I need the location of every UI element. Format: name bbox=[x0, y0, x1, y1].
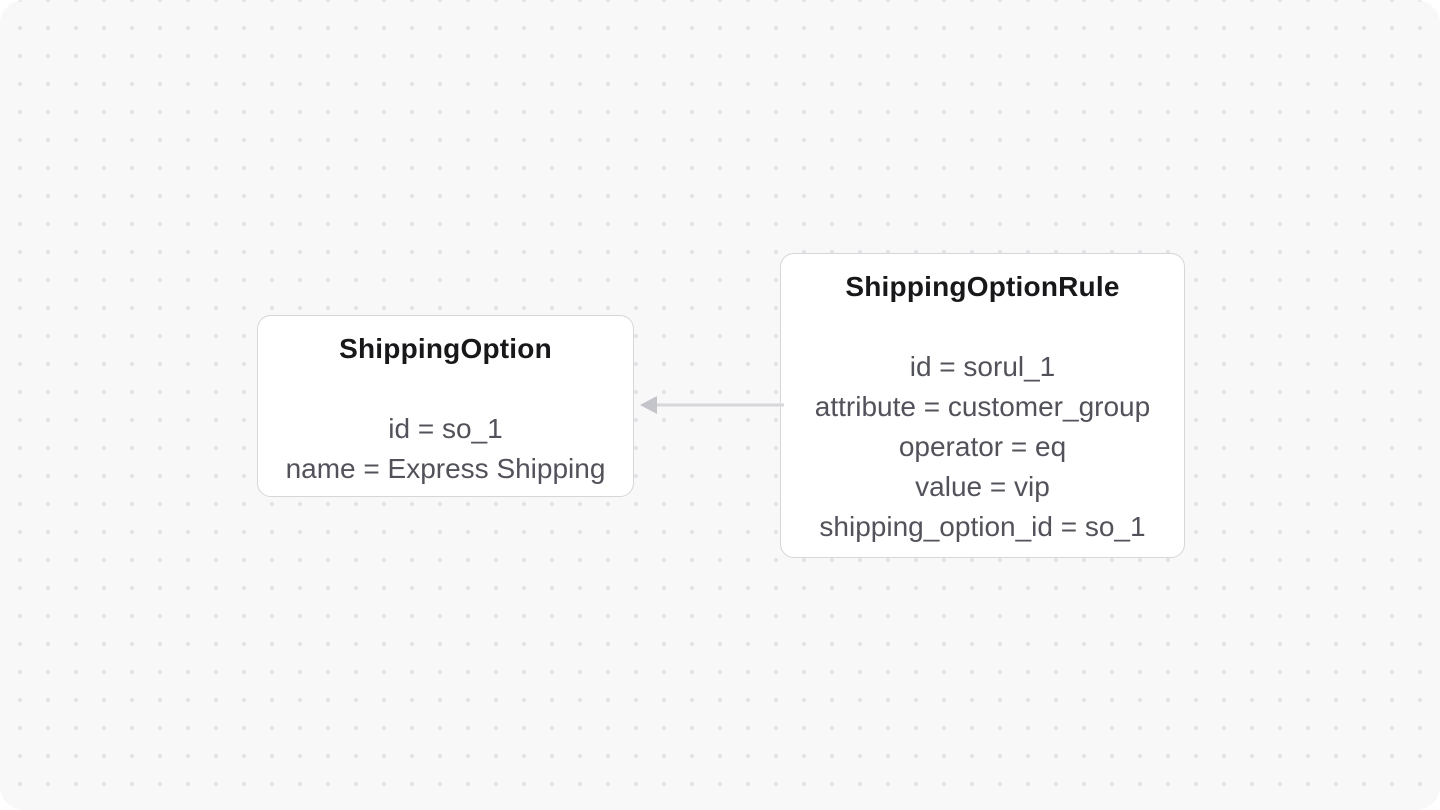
node-shipping-option-title: ShippingOption bbox=[339, 333, 552, 364]
node-shipping-option-rule[interactable]: ShippingOptionRule id = sorul_1 attribut… bbox=[780, 253, 1185, 558]
field-id: id = so_1 bbox=[388, 413, 503, 444]
relation-arrowhead-icon bbox=[640, 396, 657, 414]
node-shipping-option-rule-title: ShippingOptionRule bbox=[845, 271, 1120, 302]
field-name: name = Express Shipping bbox=[285, 453, 606, 484]
field-value: value = vip bbox=[915, 471, 1050, 502]
field-attribute: attribute = customer_group bbox=[814, 391, 1151, 422]
relation-arrow bbox=[640, 396, 784, 414]
node-spacer bbox=[781, 307, 1184, 347]
node-shipping-option[interactable]: ShippingOption id = so_1 name = Express … bbox=[257, 315, 634, 497]
node-spacer bbox=[258, 369, 633, 409]
field-shipping-option-id: shipping_option_id = so_1 bbox=[819, 511, 1146, 542]
field-id: id = sorul_1 bbox=[909, 351, 1056, 382]
field-operator: operator = eq bbox=[898, 431, 1067, 462]
